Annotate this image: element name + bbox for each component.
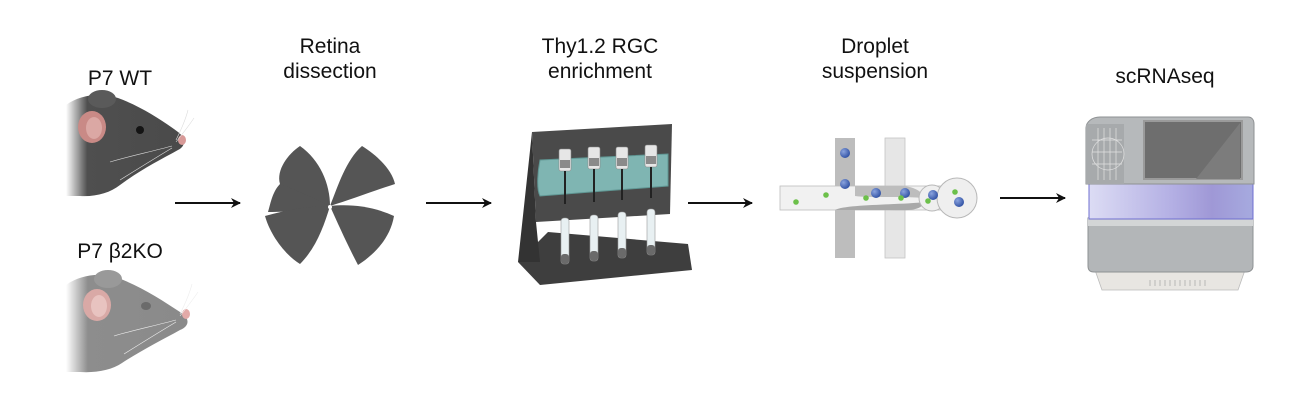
mouse-nose [178, 135, 186, 145]
mouse-nose [182, 309, 190, 319]
label-p7-b2ko: P7 β2KO [77, 240, 163, 263]
microfluidic-chip-icon [779, 137, 978, 259]
mouse-eye [136, 126, 144, 134]
label-retina-dissection: Retina dissection [270, 34, 390, 84]
label-line: Retina [299, 35, 361, 58]
sequencer-icon [1085, 116, 1255, 291]
beads [793, 189, 958, 205]
sequencer-lower-body [1087, 217, 1254, 273]
label-rgc-enrichment: Thy1.2 RGC enrichment [520, 34, 680, 84]
label-line: dissection [283, 60, 377, 83]
label-line: suspension [821, 60, 929, 83]
mouse-eye [141, 302, 151, 310]
label-line: Thy1.2 RGC [541, 35, 659, 58]
columns [558, 144, 658, 204]
mouse-ko-icon [66, 270, 199, 373]
tubes [560, 208, 656, 265]
mouse-ear-back [88, 90, 116, 108]
cells [840, 148, 964, 207]
retina-icon [265, 146, 395, 265]
mouse-wt-icon [66, 90, 195, 197]
mouse-ear-back [94, 270, 122, 288]
stand-base [518, 232, 692, 285]
label-scrnaseq: scRNAseq [1115, 65, 1215, 88]
sequencer-light-band [1088, 183, 1254, 220]
label-line: Droplet [841, 35, 909, 58]
vent-grille [1091, 128, 1125, 180]
label-droplet-suspension: Droplet suspension [800, 34, 950, 84]
arrows [175, 193, 1066, 208]
label-line: enrichment [548, 60, 652, 83]
magnetic-stand-icon [518, 124, 692, 285]
label-p7-wt: P7 WT [87, 67, 153, 90]
